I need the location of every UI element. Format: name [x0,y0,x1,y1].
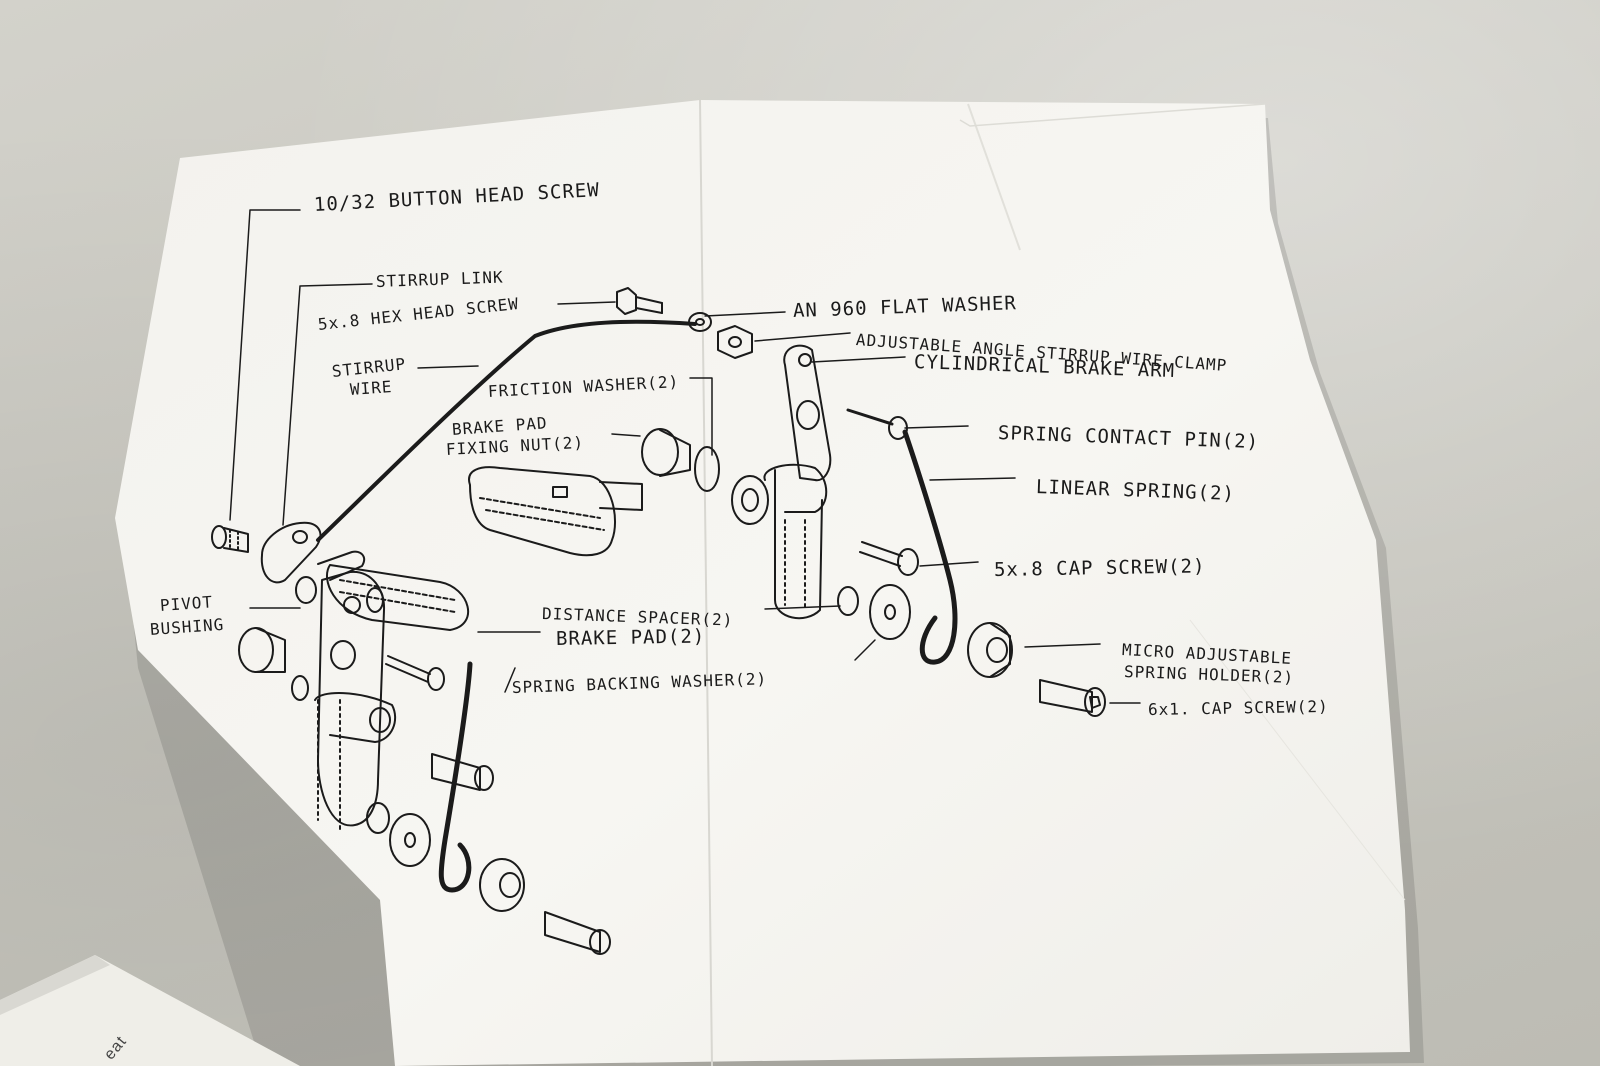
label-cap-screw-5x8: 5x.8 CAP SCREW(2) [993,555,1206,581]
spring-holder [967,622,1013,678]
label-brake-pad: BRAKE PAD(2) [555,625,706,650]
button-head-screw [211,525,249,553]
left-lower-parts [366,753,611,955]
leader-lines [229,209,1141,704]
stirrup-link [260,521,322,584]
right-spacer-and-washer [837,584,911,640]
cap-screw-6x1 [1039,679,1106,717]
hex-head-screw [616,287,663,315]
left-fixing-nut [238,627,309,701]
label-stirrup-link: STIRRUP LINK [375,267,504,291]
stirrup-wire [316,319,697,542]
left-cap-screw [385,655,445,691]
left-linear-spring [438,661,473,893]
right-brake-pad [468,428,720,557]
stirrup-wire-clamp [717,325,753,359]
left-assembly [295,550,470,831]
label-stirrup-wire-2: WIRE [349,377,394,399]
label-cap-screw-6x1: 6x1. CAP SCREW(2) [1147,696,1329,719]
an960-washer [688,312,712,332]
label-pivot-bushing-1: PIVOT [159,592,214,615]
right-cap-screw [859,541,919,576]
right-cylindrical-arm [731,344,832,620]
spring-contact-pin [846,408,908,440]
right-linear-spring [902,429,958,665]
